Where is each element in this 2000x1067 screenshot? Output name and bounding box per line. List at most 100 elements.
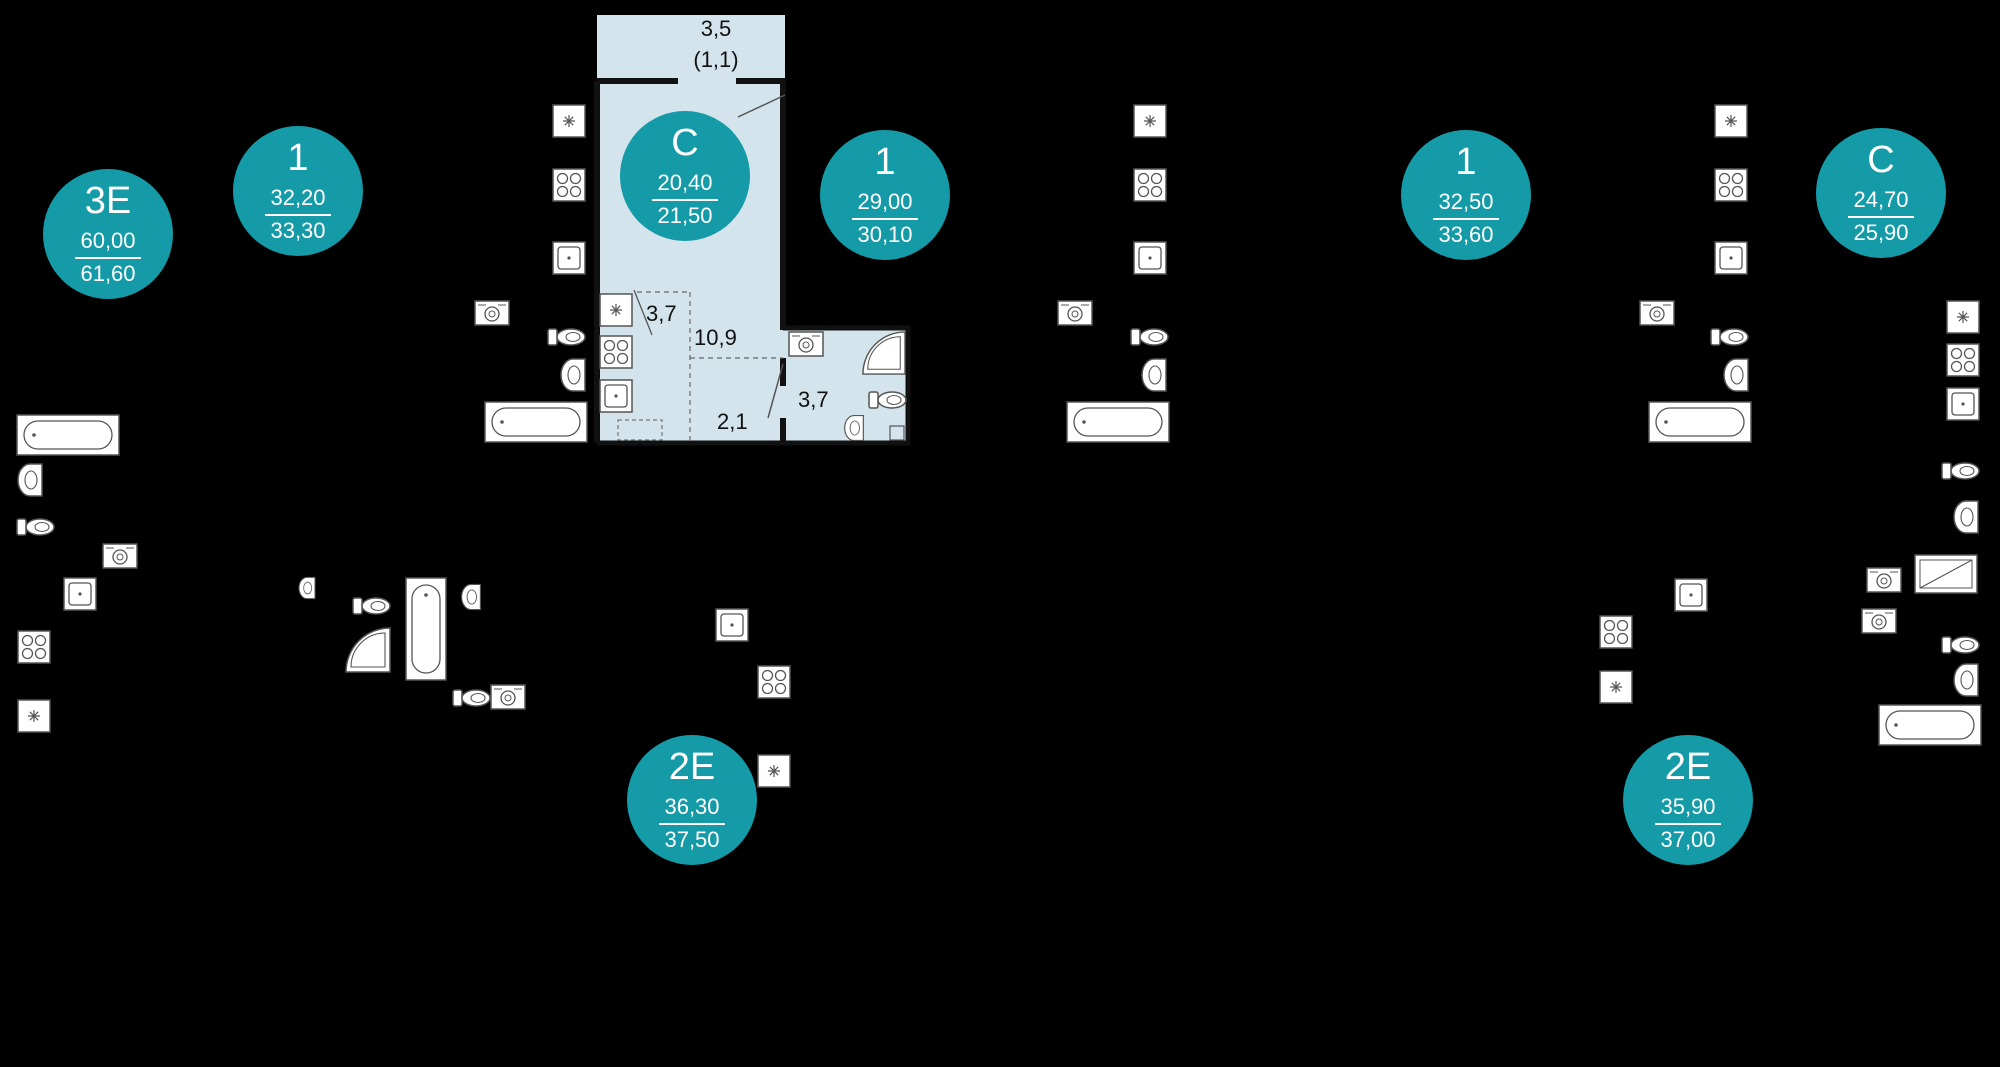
stove-icon xyxy=(1599,615,1633,649)
toilet-icon xyxy=(1710,328,1749,346)
apartment-type: 2E xyxy=(668,746,716,788)
bathtub-icon xyxy=(16,414,120,456)
fridge-icon xyxy=(599,293,633,327)
washbasin-icon xyxy=(460,583,482,611)
fridge-icon xyxy=(1133,104,1167,138)
stove-icon xyxy=(1133,168,1167,202)
washer-icon xyxy=(788,331,824,357)
total-area: 21,50 xyxy=(657,203,713,228)
washer-icon xyxy=(1057,300,1093,326)
balcony-room xyxy=(597,15,785,81)
shower-icon xyxy=(1914,554,1978,594)
sink-icon xyxy=(63,577,97,611)
apartment-badge-c[interactable]: C 24,70 25,90 xyxy=(1816,128,1946,258)
living-area: 36,30 xyxy=(664,794,720,819)
apartment-badge-2e-b[interactable]: 2E 35,90 37,00 xyxy=(1623,735,1753,865)
living-area: 32,50 xyxy=(1438,189,1494,214)
apartment-type: 1 xyxy=(874,141,896,183)
apartment-type: 1 xyxy=(287,137,309,179)
total-area: 25,90 xyxy=(1853,220,1909,245)
bathroom-area-label: 3,7 xyxy=(798,387,829,412)
washer-icon xyxy=(102,543,138,569)
washer-icon xyxy=(474,300,510,326)
total-area: 33,60 xyxy=(1438,222,1494,247)
bathtub-icon xyxy=(1648,401,1752,443)
stove-icon xyxy=(1714,168,1748,202)
washbasin-icon xyxy=(1723,358,1749,392)
balcony-coef-label: (1,1) xyxy=(693,47,739,72)
living-area: 24,70 xyxy=(1853,187,1909,212)
hall-area-label: 2,1 xyxy=(717,409,748,434)
washer-icon xyxy=(1861,608,1897,634)
fridge-icon xyxy=(17,699,51,733)
sink-icon xyxy=(552,241,586,275)
fraction-divider xyxy=(75,257,141,259)
total-area: 33,30 xyxy=(270,218,326,243)
washer-icon xyxy=(1866,567,1902,593)
living-area: 32,20 xyxy=(270,185,326,210)
toilet-icon xyxy=(1941,462,1980,480)
apartment-badge-3e[interactable]: 3E 60,00 61,60 xyxy=(43,169,173,299)
apartment-badge-c-selected[interactable]: C 20,40 21,50 xyxy=(620,111,750,241)
shower-icon xyxy=(345,627,391,673)
main-room-area-label: 10,9 xyxy=(694,325,737,350)
stove-icon xyxy=(1946,343,1980,377)
toilet-icon xyxy=(868,391,907,409)
living-area: 35,90 xyxy=(1660,794,1716,819)
apartment-type: C xyxy=(1867,139,1895,181)
unit-c-right-fixtures xyxy=(1866,300,1980,594)
sink-icon xyxy=(1714,241,1748,275)
washbasin-icon xyxy=(1141,358,1167,392)
apartment-type: 1 xyxy=(1455,141,1477,183)
living-area: 29,00 xyxy=(857,189,913,214)
unit-2e-right-fixtures xyxy=(1599,578,1982,746)
sink-icon xyxy=(1946,387,1980,421)
bathtub-icon xyxy=(484,401,588,443)
fraction-divider xyxy=(265,214,331,216)
unit-1b-fixtures xyxy=(1057,104,1170,443)
toilet-icon xyxy=(352,597,391,615)
washbasin-icon xyxy=(560,358,586,392)
fraction-divider xyxy=(852,218,918,220)
fridge-icon xyxy=(552,104,586,138)
apartment-badge-1-a[interactable]: 1 32,20 33,30 xyxy=(233,126,363,256)
washbasin-icon xyxy=(843,414,865,442)
washbasin-icon xyxy=(298,576,316,600)
washbasin-icon xyxy=(1953,500,1979,534)
fraction-divider xyxy=(1433,218,1499,220)
toilet-icon xyxy=(1941,636,1980,654)
balcony-area-label: 3,5 xyxy=(700,16,732,41)
apartment-badge-1-c[interactable]: 1 32,50 33,60 xyxy=(1401,130,1531,260)
toilet-icon xyxy=(452,689,491,707)
fridge-icon xyxy=(757,754,791,788)
toilet-icon xyxy=(547,328,586,346)
living-area: 60,00 xyxy=(80,228,136,253)
apartment-type: C xyxy=(671,122,699,164)
sink-icon xyxy=(1674,578,1708,612)
fraction-divider xyxy=(652,199,718,201)
fraction-divider xyxy=(659,823,725,825)
total-area: 37,50 xyxy=(664,827,720,852)
washer-icon xyxy=(1639,300,1675,326)
fridge-icon xyxy=(1946,300,1980,334)
apartment-badge-2e-a[interactable]: 2E 36,30 37,50 xyxy=(627,735,757,865)
bathtub-icon xyxy=(405,577,447,681)
bathtub-icon xyxy=(1066,401,1170,443)
stove-icon xyxy=(17,630,51,664)
kitchen-area-label: 3,7 xyxy=(646,301,677,326)
unit-3e-fixtures xyxy=(16,414,138,733)
fraction-divider xyxy=(1848,216,1914,218)
fridge-icon xyxy=(1599,670,1633,704)
washer-icon xyxy=(490,684,526,710)
living-area: 20,40 xyxy=(657,170,713,195)
total-area: 30,10 xyxy=(857,222,913,247)
stove-icon xyxy=(599,335,633,369)
stove-icon xyxy=(757,665,791,699)
total-area: 37,00 xyxy=(1660,827,1716,852)
stove-icon xyxy=(552,168,586,202)
bathtub-icon xyxy=(1878,704,1982,746)
sink-icon xyxy=(599,379,633,413)
apartment-type: 3E xyxy=(84,180,132,222)
fraction-divider xyxy=(1655,823,1721,825)
apartment-badge-1-b[interactable]: 1 29,00 30,10 xyxy=(820,130,950,260)
